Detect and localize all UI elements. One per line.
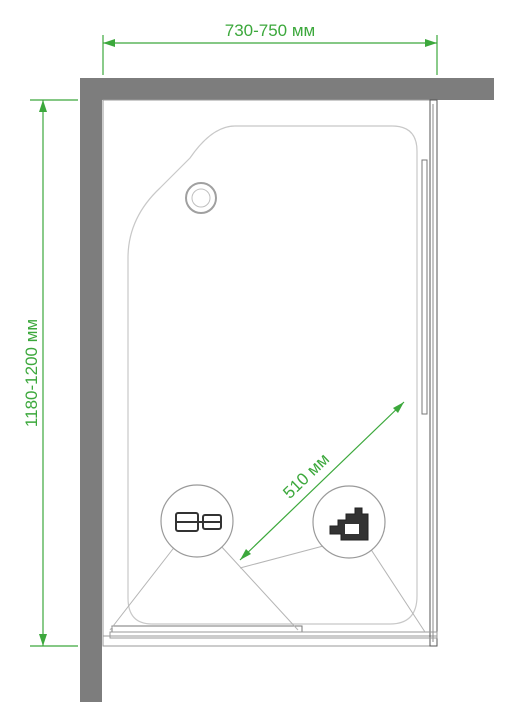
width-dimension bbox=[102, 35, 438, 75]
door-dim-line bbox=[239, 401, 405, 561]
height-arrow-bottom bbox=[39, 634, 47, 646]
right-panel bbox=[109, 99, 438, 647]
wall-left bbox=[80, 78, 102, 702]
callout-lines bbox=[109, 544, 426, 633]
door-handle bbox=[421, 159, 428, 415]
bottom-rail-right bbox=[109, 631, 438, 639]
width-arrow-right bbox=[425, 39, 437, 47]
door-arrow-start bbox=[240, 549, 251, 560]
height-arrow-top bbox=[39, 100, 47, 112]
wall-group bbox=[80, 78, 494, 702]
bathtub-outline bbox=[127, 125, 418, 625]
door-dimension bbox=[239, 401, 405, 561]
width-label: 730-750 мм bbox=[225, 21, 316, 40]
bottom-rail bbox=[111, 625, 303, 633]
profile-section-icon bbox=[175, 512, 222, 532]
width-arrow-left bbox=[103, 39, 115, 47]
detail-circle-left bbox=[160, 484, 234, 558]
right-profile bbox=[429, 99, 438, 647]
enclosure-frame bbox=[102, 99, 438, 647]
height-label: 1180-1200 мм bbox=[22, 319, 41, 427]
drain-icon bbox=[185, 182, 217, 214]
enclosure-outline bbox=[102, 99, 438, 647]
wall-top bbox=[80, 78, 494, 100]
height-dimension bbox=[30, 99, 78, 647]
door-arrow-end bbox=[393, 402, 404, 413]
detail-circle-right bbox=[312, 485, 386, 559]
